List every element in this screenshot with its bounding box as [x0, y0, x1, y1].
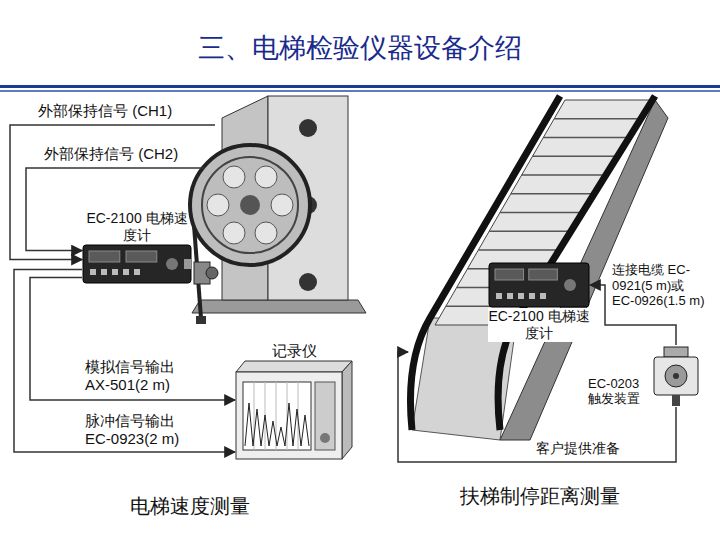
- step-edge: [478, 249, 558, 251]
- speed-meter-shape: [488, 262, 590, 308]
- signal-label: 外部保持信号 (CH1): [38, 102, 172, 120]
- signal-cable: [14, 270, 235, 452]
- slide-title: 三、电梯检验仪器设备介绍: [0, 30, 720, 66]
- sensor-roller: [206, 267, 218, 279]
- recorder-paper: [243, 382, 311, 450]
- recorder-trace: [245, 403, 309, 446]
- step-edge: [533, 156, 616, 158]
- sheave-rim: [202, 157, 298, 253]
- trigger-device: EC-0203 触发装置: [588, 345, 704, 407]
- meter-logo: [166, 258, 178, 270]
- sheave: [190, 145, 310, 265]
- hold-signal-wire: [26, 168, 205, 251]
- sheave-hole: [223, 166, 245, 188]
- meter-button: [540, 293, 546, 299]
- meter-button: [101, 269, 107, 275]
- sub-caption: 扶梯制停距离测量: [440, 484, 640, 508]
- trigger-clamp: [664, 347, 688, 357]
- step-edge: [554, 118, 638, 120]
- meter-logo: [564, 279, 576, 291]
- trigger-roller: [665, 365, 687, 387]
- meter-button: [529, 293, 535, 299]
- machine-hole: [299, 273, 317, 291]
- step-edge: [489, 231, 569, 233]
- sheave-hole: [255, 222, 277, 244]
- trigger-wire: [398, 352, 676, 462]
- machine-hole: [299, 119, 317, 137]
- recorder-front: [236, 372, 342, 459]
- meter-display: [495, 269, 524, 280]
- traction-machine: [190, 96, 366, 324]
- node-label: EC-2100 电梯速度计: [488, 308, 590, 342]
- trigger-body: [654, 357, 698, 395]
- trigger-cable-stub: [672, 395, 680, 406]
- step-edges: [446, 119, 639, 306]
- node-label: EC-2100 电梯速度计: [82, 210, 192, 244]
- step-edge: [500, 212, 581, 214]
- recorder-top: [236, 361, 352, 372]
- meter-button: [112, 269, 118, 275]
- trigger-device-shape: [650, 345, 702, 407]
- meter-button: [134, 269, 140, 275]
- speed-meter: EC-2100 电梯速度计: [488, 262, 590, 342]
- edge-label: 脉冲信号输出 EC-0923(2 m): [85, 412, 197, 448]
- meter-display: [529, 269, 558, 280]
- node-label: 记录仪: [235, 342, 353, 360]
- recorder-knob: [320, 433, 330, 443]
- rope-weight: [196, 316, 206, 324]
- machine-base: [192, 300, 366, 313]
- meter-button: [518, 293, 524, 299]
- sheave-hole: [223, 222, 245, 244]
- meter-button: [90, 269, 96, 275]
- meter-display: [89, 251, 120, 262]
- meter-body: [489, 263, 589, 307]
- meter-body: [83, 245, 191, 283]
- recorder-shape: [235, 360, 353, 460]
- wire-label: 客户提供准备: [536, 440, 620, 457]
- step-edge: [522, 174, 604, 176]
- signal-cable: [30, 278, 235, 400]
- step-edge: [511, 193, 593, 195]
- speed-meter: EC-2100 电梯速度计: [82, 210, 192, 284]
- title-bar: [0, 85, 720, 88]
- recorder: 记录仪: [235, 342, 353, 460]
- sheave-hole: [207, 194, 229, 216]
- trigger-axle: [673, 373, 679, 379]
- node-label: EC-0203 触发装置: [588, 376, 650, 407]
- edge-label: 模拟信号输出 AX-501(2 m): [85, 358, 197, 394]
- recorder-panel: [315, 382, 335, 450]
- signal-label: 外部保持信号 (CH2): [44, 145, 178, 163]
- sheave-hub: [240, 195, 260, 215]
- step-edge: [543, 137, 627, 139]
- edge-label: 连接电缆 EC-0921(5 m)或 EC-0926(1.5 m): [612, 262, 707, 309]
- meter-button: [496, 293, 502, 299]
- sheave-hole: [271, 194, 293, 216]
- meter-button: [507, 293, 513, 299]
- sheave-hole: [255, 166, 277, 188]
- meter-display: [126, 251, 157, 262]
- speed-meter-shape: [82, 244, 192, 284]
- sub-caption: 电梯速度测量: [100, 494, 280, 518]
- recorder-side: [342, 361, 352, 459]
- meter-plug: [184, 259, 191, 269]
- title-bar-thin: [0, 90, 720, 92]
- meter-button: [123, 269, 129, 275]
- hold-signal-wire: [10, 125, 215, 260]
